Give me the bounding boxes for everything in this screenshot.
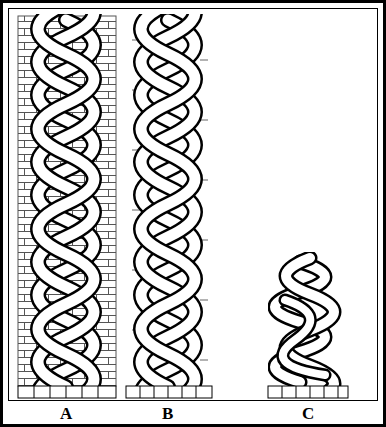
panel-letter: C <box>302 405 314 422</box>
panel-letter: A <box>60 405 72 422</box>
panel-letter: B <box>162 405 173 422</box>
